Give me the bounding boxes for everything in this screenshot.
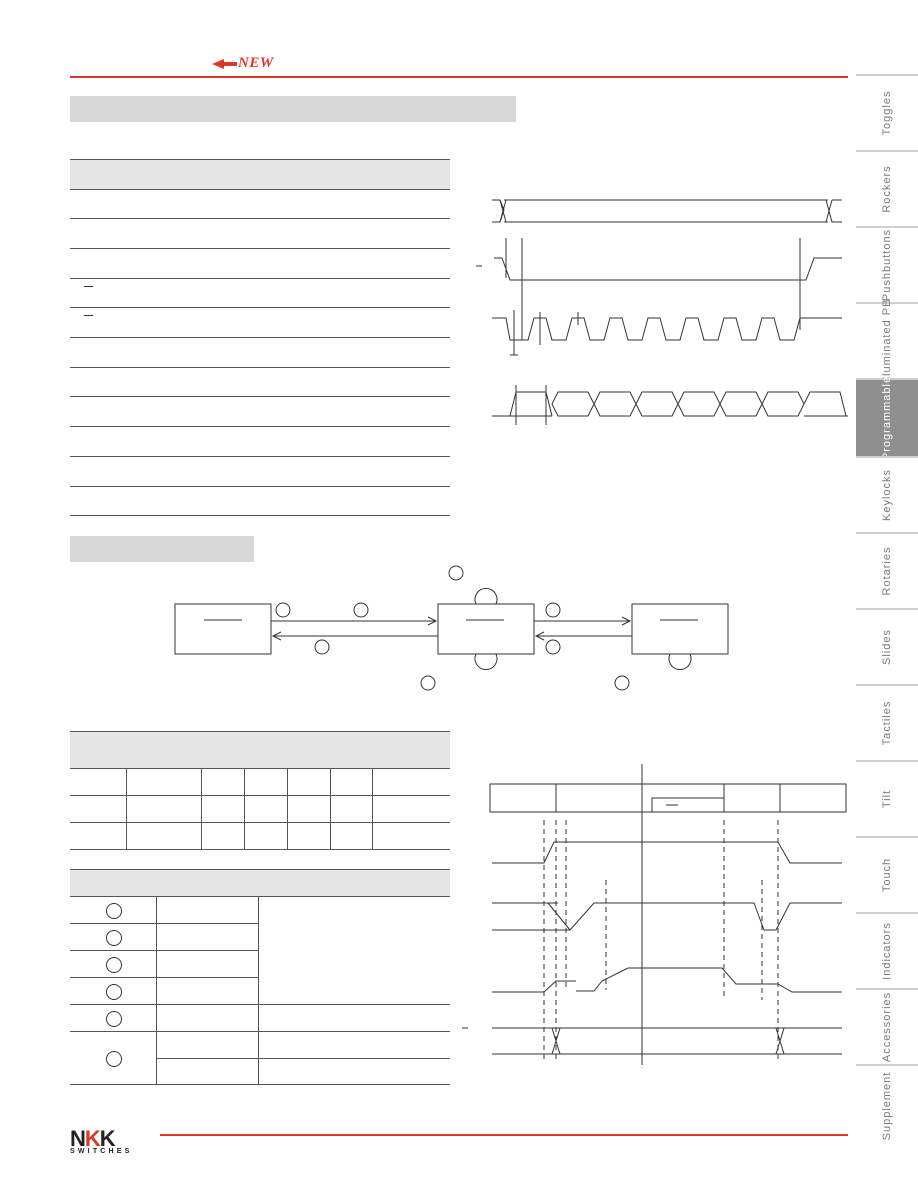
table-1-header — [70, 160, 450, 189]
tab-label: Rotaries — [881, 546, 893, 596]
tab-slides[interactable]: Slides — [856, 608, 918, 684]
new-badge: NEW — [212, 55, 292, 73]
tab-accessories[interactable]: Accessories — [856, 988, 918, 1064]
tab-indicators[interactable]: Indicators — [856, 912, 918, 988]
tab-illuminated-pb[interactable]: Illuminated PB — [856, 299, 918, 383]
arrow-left-icon — [212, 59, 224, 69]
tab-label: Slides — [881, 629, 893, 665]
arrow-shaft — [223, 62, 237, 66]
tab-label: Keylocks — [881, 468, 893, 522]
tab-label: Programmable — [881, 375, 893, 461]
tab-rockers[interactable]: Rockers — [856, 150, 918, 226]
tab-label: Indicators — [881, 922, 893, 980]
tab-touch[interactable]: Touch — [856, 836, 918, 912]
tab-keylocks[interactable]: Keylocks — [856, 456, 918, 532]
tab-label: Illuminated PB — [881, 298, 893, 384]
step-marker — [106, 1011, 122, 1027]
header-rule — [70, 76, 848, 78]
timing-diagram-2 — [462, 764, 847, 1065]
step-marker — [106, 903, 122, 919]
table-2-header — [70, 732, 450, 768]
tab-tactiles[interactable]: Tactiles — [856, 684, 918, 760]
tab-label: Touch — [881, 857, 893, 893]
new-badge-text: NEW — [238, 55, 274, 71]
tab-programmable[interactable]: Programmable — [856, 376, 918, 460]
overline-mark — [84, 315, 93, 316]
step-marker — [106, 957, 122, 973]
footer-rule — [160, 1134, 848, 1136]
tab-supplement[interactable]: Supplement — [856, 1064, 918, 1146]
tab-toggles[interactable]: Toggles — [856, 74, 918, 150]
section-band-1 — [70, 96, 516, 122]
overline-mark — [84, 286, 93, 287]
nkk-logo: NKK SWITCHES — [70, 1128, 156, 1158]
tab-label: Tactiles — [881, 700, 893, 746]
step-marker — [106, 984, 122, 1000]
timing-diagram-1 — [476, 199, 848, 425]
table-2-legend-header — [70, 870, 450, 896]
tab-label: Tilt — [881, 789, 893, 809]
logo-mark: NKK — [70, 1126, 116, 1151]
tab-label: Accessories — [881, 991, 893, 1063]
state-diagram — [174, 565, 729, 691]
tab-pushbuttons[interactable]: Pushbuttons — [856, 226, 918, 302]
section-band-2 — [70, 536, 254, 562]
tab-label: Toggles — [881, 90, 893, 136]
tab-rotaries[interactable]: Rotaries — [856, 532, 918, 608]
tab-tilt[interactable]: Tilt — [856, 760, 918, 836]
step-marker — [106, 930, 122, 946]
tab-label: Rockers — [881, 165, 893, 213]
tab-label: Pushbuttons — [881, 228, 893, 302]
step-marker — [106, 1051, 122, 1067]
logo-subtext: SWITCHES — [70, 1148, 133, 1155]
tab-label: Supplement — [881, 1071, 893, 1141]
